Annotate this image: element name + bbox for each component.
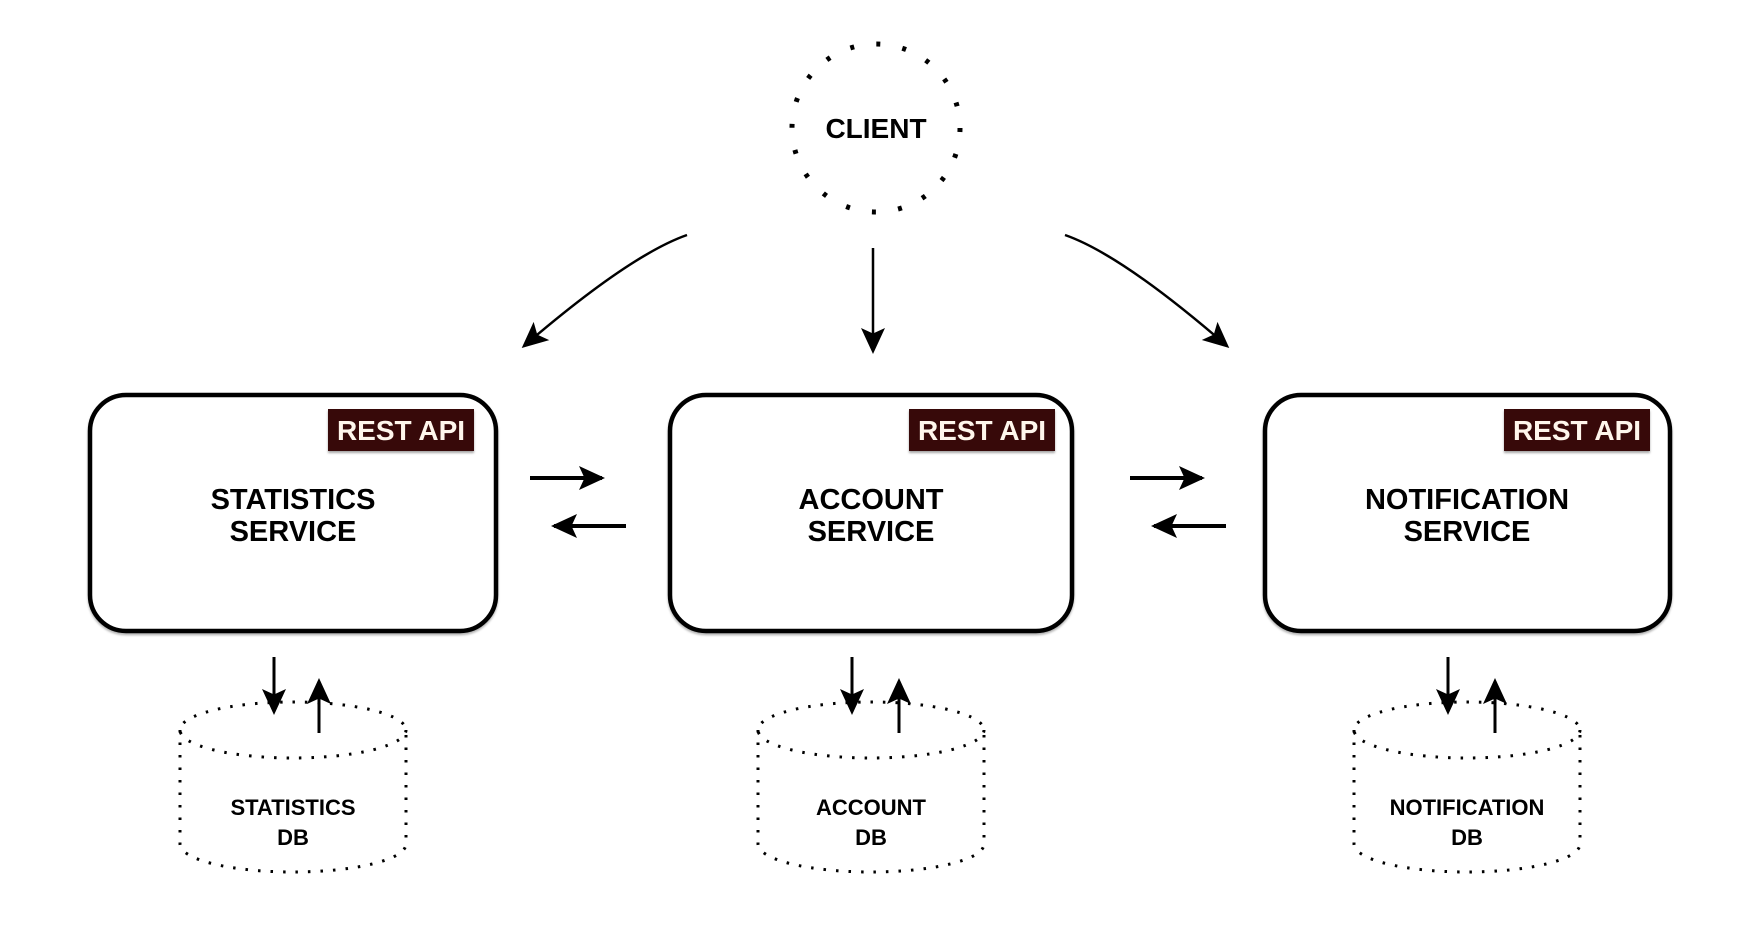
statistics-service-label-line2: SERVICE [230, 516, 357, 548]
statistics-rest-api-badge: REST API [328, 409, 474, 451]
statistics-service-box [87, 392, 499, 634]
statistics-db-label-line2: DB [277, 825, 309, 850]
account-db-node: ACCOUNT DB [756, 657, 986, 874]
notification-service-box [1262, 392, 1673, 634]
client-edges [521, 233, 1230, 354]
statistics-db-cylinder-top [178, 700, 408, 760]
account-service-label-line2: SERVICE [808, 516, 935, 548]
client-node: CLIENT [789, 41, 963, 215]
edge-client-to-statistics-arrow [521, 233, 688, 348]
account-rest-api-badge-label: REST API [918, 415, 1046, 446]
client-dotted-circle [789, 41, 963, 215]
notification-service-label-line2: SERVICE [1404, 516, 1531, 548]
statistics-account-edges [530, 466, 626, 538]
notification-db-label-line1: NOTIFICATION [1390, 795, 1545, 820]
notification-db-cylinder-body [1352, 730, 1582, 874]
notification-db-cylinder-top [1352, 700, 1582, 760]
client-label: CLIENT [825, 113, 926, 144]
statistics-db-node: STATISTICS DB [178, 657, 408, 874]
notification-db-node: NOTIFICATION DB [1352, 657, 1582, 874]
edge-client-to-notification-arrow [1064, 233, 1230, 348]
account-rest-api-badge: REST API [909, 409, 1055, 451]
account-service-box [667, 392, 1075, 634]
account-service-node: REST API ACCOUNT SERVICE [667, 392, 1075, 634]
account-db-label-line1: ACCOUNT [816, 795, 927, 820]
statistics-db-label-line1: STATISTICS [230, 795, 355, 820]
account-notification-edges [1130, 466, 1226, 538]
account-service-label-line1: ACCOUNT [799, 484, 944, 516]
account-rest-api-badge-rect [909, 409, 1055, 451]
statistics-rest-api-badge-label: REST API [337, 415, 465, 446]
statistics-rest-api-badge-rect [328, 409, 474, 451]
statistics-service-node: REST API STATISTICS SERVICE [87, 392, 499, 634]
statistics-db-cylinder-body [178, 730, 408, 874]
account-db-cylinder-top [756, 700, 986, 760]
account-db-cylinder-body [756, 730, 986, 874]
account-db-label-line2: DB [855, 825, 887, 850]
notification-rest-api-badge-rect [1504, 409, 1650, 451]
notification-rest-api-badge: REST API [1504, 409, 1650, 451]
notification-service-label-line1: NOTIFICATION [1365, 484, 1569, 516]
statistics-service-label-line1: STATISTICS [211, 484, 376, 516]
notification-service-node: REST API NOTIFICATION SERVICE [1262, 392, 1673, 634]
notification-db-label-line2: DB [1451, 825, 1483, 850]
notification-rest-api-badge-label: REST API [1513, 415, 1641, 446]
